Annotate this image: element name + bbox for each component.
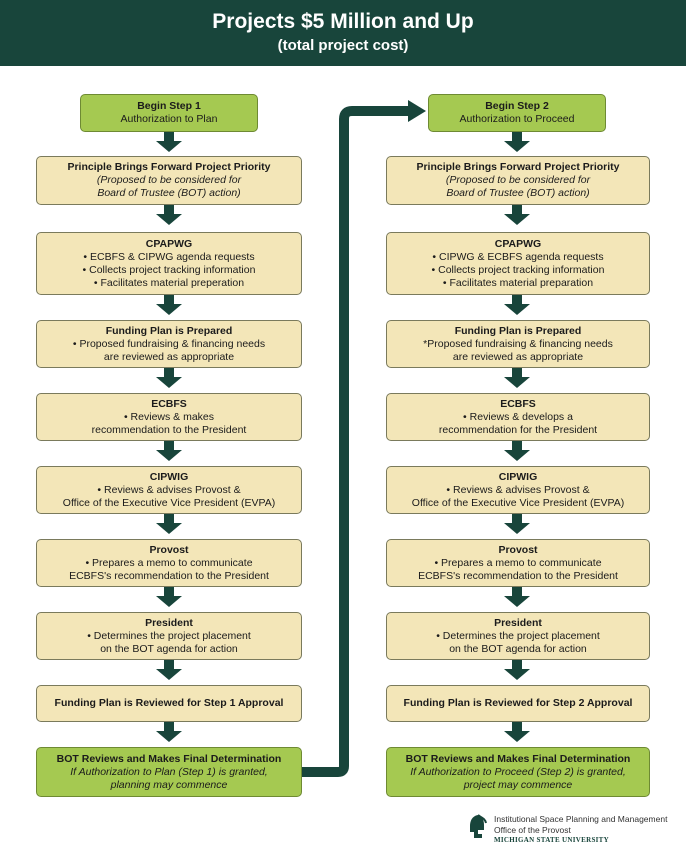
footer: Institutional Space Planning and Managem… <box>468 812 678 846</box>
step2-review-box: Funding Plan is Reviewed for Step 2 Appr… <box>386 685 650 722</box>
step2-ecbfs-box: ECBFS • Reviews & develops a recommendat… <box>386 393 650 441</box>
connector-arrowhead <box>408 100 426 122</box>
arrow-down <box>156 295 182 315</box>
arrow-down <box>504 295 530 315</box>
connector-arrow <box>302 106 410 777</box>
step1-ecbfs-box: ECBFS • Reviews & makes recommendation t… <box>36 393 302 441</box>
step2-begin-box: Begin Step 2 Authorization to Proceed <box>428 94 606 132</box>
arrow-down <box>504 587 530 607</box>
arrow-down <box>156 660 182 680</box>
spartan-helmet-icon <box>470 814 487 838</box>
step2-funding-box: Funding Plan is Prepared *Proposed fundr… <box>386 320 650 368</box>
arrow-down <box>504 722 530 742</box>
step1-cipwig-box: CIPWIG • Reviews & advises Provost & Off… <box>36 466 302 514</box>
step2-cipwig-box: CIPWIG • Reviews & advises Provost & Off… <box>386 466 650 514</box>
arrow-down <box>156 587 182 607</box>
arrow-down <box>504 441 530 461</box>
arrow-down <box>156 441 182 461</box>
arrow-down <box>156 722 182 742</box>
step2-president-box: President • Determines the project place… <box>386 612 650 660</box>
step2-provost-box: Provost • Prepares a memo to communicate… <box>386 539 650 587</box>
arrow-down <box>504 514 530 534</box>
step1-review-box: Funding Plan is Reviewed for Step 1 Appr… <box>36 685 302 722</box>
step1-principle-box: Principle Brings Forward Project Priorit… <box>36 156 302 205</box>
page-title: Projects $5 Million and Up <box>212 10 474 33</box>
arrow-down <box>156 514 182 534</box>
step1-bot-box: BOT Reviews and Makes Final Determinatio… <box>36 747 302 797</box>
arrow-down <box>504 132 530 152</box>
arrow-down <box>156 368 182 388</box>
step2-cpapwg-box: CPAPWG • CIPWG & ECBFS agenda requests •… <box>386 232 650 295</box>
footer-university: MICHIGAN STATE UNIVERSITY <box>494 836 609 844</box>
step1-funding-box: Funding Plan is Prepared • Proposed fund… <box>36 320 302 368</box>
step1-begin-box: Begin Step 1 Authorization to Plan <box>80 94 258 132</box>
arrow-down <box>504 205 530 225</box>
arrow-down <box>504 368 530 388</box>
footer-office: Office of the Provost <box>494 825 571 835</box>
page-subtitle: (total project cost) <box>277 37 409 54</box>
arrow-down <box>156 132 182 152</box>
step2-principle-box: Principle Brings Forward Project Priorit… <box>386 156 650 205</box>
step1-president-box: President • Determines the project place… <box>36 612 302 660</box>
arrow-down <box>156 205 182 225</box>
page-header: Projects $5 Million and Up (total projec… <box>0 0 686 66</box>
step1-provost-box: Provost • Prepares a memo to communicate… <box>36 539 302 587</box>
arrow-down <box>504 660 530 680</box>
footer-department: Institutional Space Planning and Managem… <box>494 814 668 824</box>
step2-bot-box: BOT Reviews and Makes Final Determinatio… <box>386 747 650 797</box>
step1-cpapwg-box: CPAPWG • ECBFS & CIPWG agenda requests •… <box>36 232 302 295</box>
